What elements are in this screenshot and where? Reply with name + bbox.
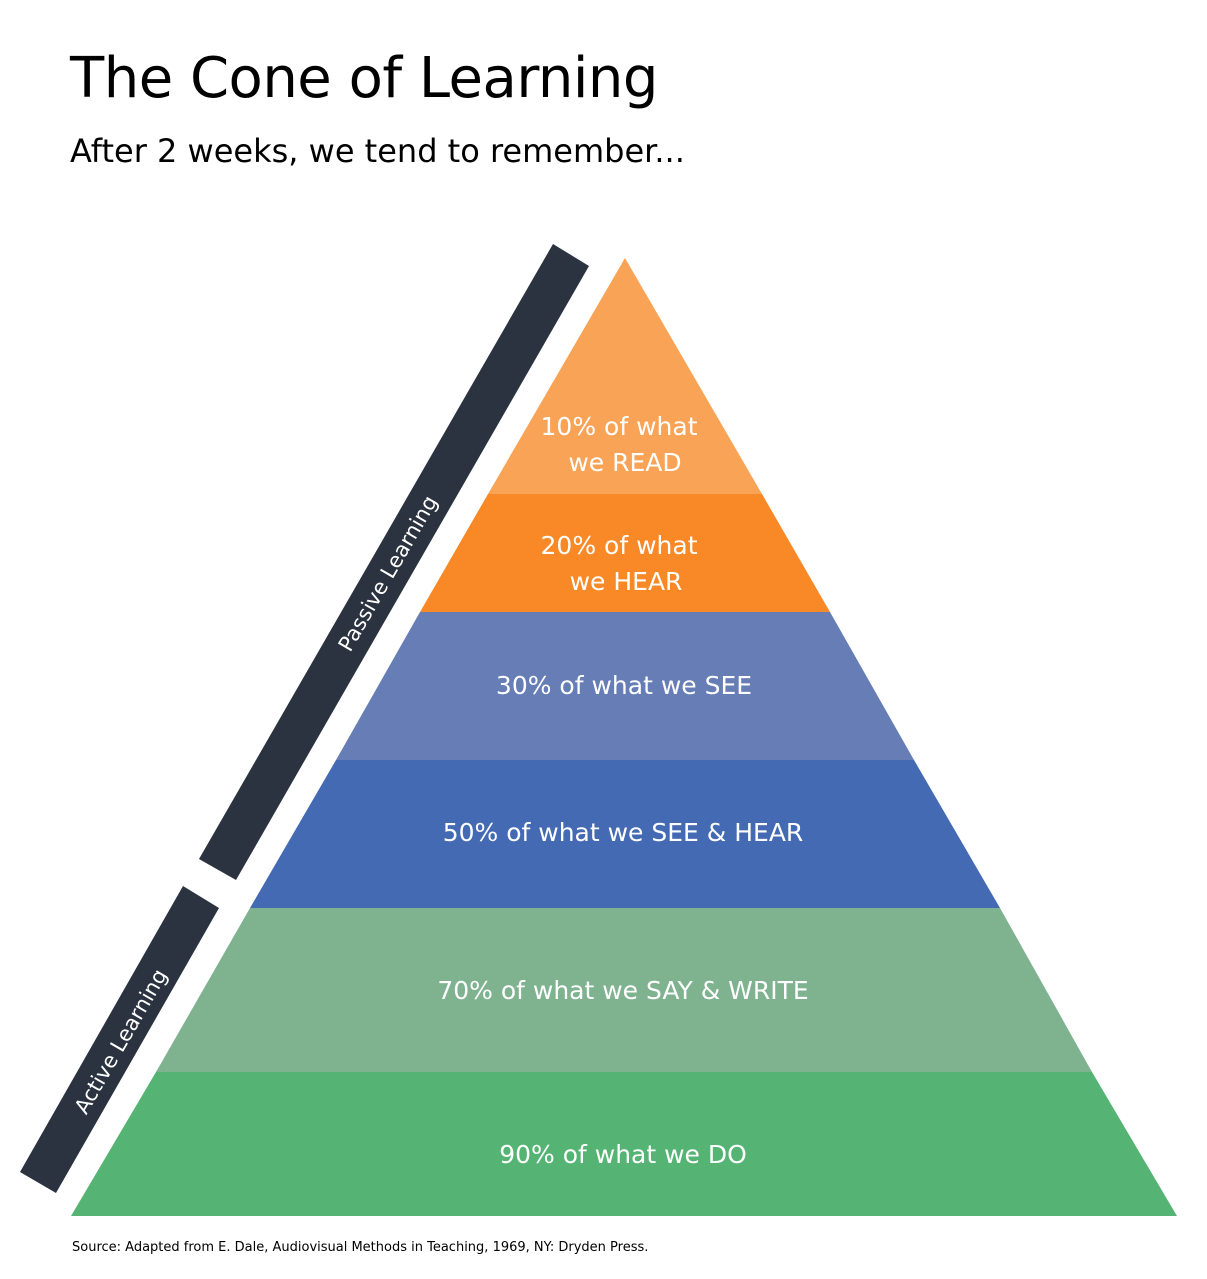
pyramid <box>71 258 1177 1216</box>
tier-do-label: 90% of what we DO <box>499 1140 747 1169</box>
page-title: The Cone of Learning <box>70 46 658 111</box>
passive-learning-bar <box>199 244 589 880</box>
tier-read <box>488 258 762 494</box>
tier-see <box>336 612 914 760</box>
tier-do <box>71 1072 1177 1216</box>
tier-say-write-label: 70% of what we SAY & WRITE <box>437 976 808 1005</box>
active-learning-bar <box>20 886 219 1193</box>
tier-say-write <box>156 908 1092 1072</box>
tier-see-hear <box>250 760 1000 908</box>
page-subtitle: After 2 weeks, we tend to remember... <box>70 132 685 170</box>
source-citation: Source: Adapted from E. Dale, Audiovisua… <box>72 1240 649 1255</box>
tier-hear <box>420 494 830 612</box>
tier-see-hear-label: 50% of what we SEE & HEAR <box>443 818 804 847</box>
tier-read-label: 10% of what we READ <box>541 412 706 477</box>
tier-hear-label: 20% of what we HEAR <box>541 531 706 596</box>
tier-see-label: 30% of what we SEE <box>496 671 752 700</box>
